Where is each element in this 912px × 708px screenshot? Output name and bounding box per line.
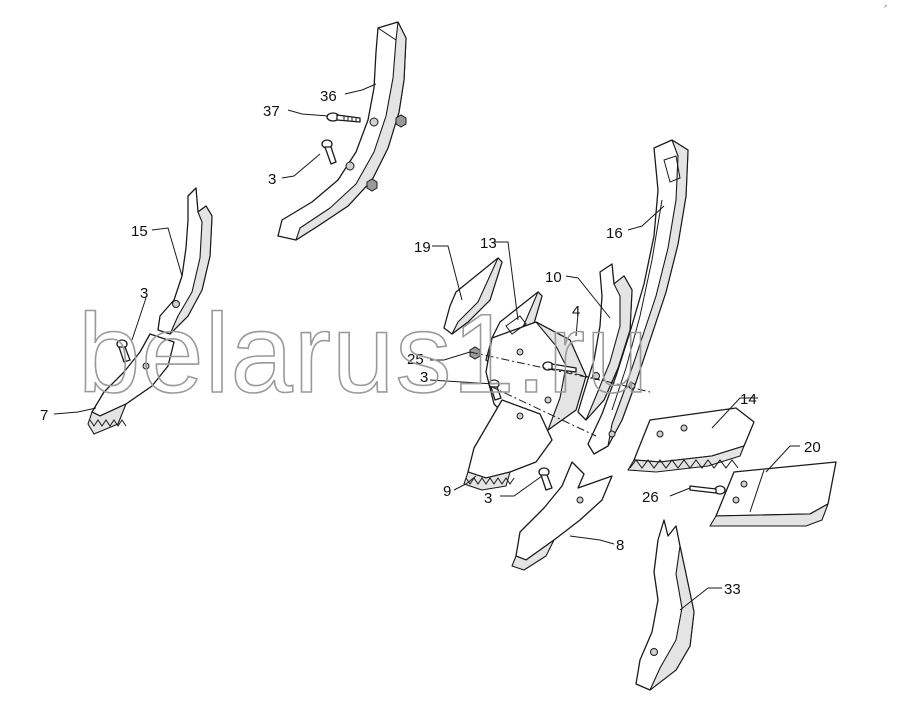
callout-13: 13 (480, 235, 497, 252)
bolt-3-left (116, 339, 131, 363)
callout-3-left: 3 (140, 285, 148, 302)
part-8-lower-share (511, 461, 613, 571)
callout-3-top: 3 (268, 171, 276, 188)
bolt-37 (326, 112, 361, 123)
shank-36-hole-lower (345, 161, 355, 171)
callout-8: 8 (616, 537, 624, 554)
corner-mark: ↗ (883, 4, 887, 10)
part-10-bracket (577, 263, 633, 421)
shank-36-hole-upper (369, 117, 379, 127)
bolt-4 (542, 361, 577, 373)
callout-20: 20 (804, 439, 821, 456)
bolt-3-low (538, 467, 553, 491)
nut-36-upper (395, 114, 407, 128)
part-20-flat-blade (709, 461, 837, 527)
callout-4: 4 (572, 303, 580, 320)
callout-7: 7 (40, 407, 48, 424)
assembly-lines (469, 351, 651, 437)
part-36-curved-shank (277, 21, 407, 241)
part-16-main-shank (587, 139, 689, 455)
leader-lines (53, 83, 800, 611)
callout-3-mid: 3 (420, 369, 428, 386)
callout-labels: 36 37 3 15 3 7 19 13 10 16 4 25 3 14 9 3… (40, 88, 821, 598)
watermark-text: belarus1.ru (78, 291, 649, 416)
callout-19: 19 (414, 239, 431, 256)
callout-15: 15 (131, 223, 148, 240)
callout-9: 9 (443, 483, 451, 500)
part-14-toothed-blade (627, 407, 755, 473)
callout-25: 25 (407, 351, 424, 368)
bolt-26 (689, 485, 726, 495)
part-15-left-standard (157, 187, 213, 335)
callout-26: 26 (642, 489, 659, 506)
part-19-upper-plate (443, 257, 503, 335)
part-33-lower-standard (635, 519, 695, 691)
part-7-left-tooth-tip (87, 333, 175, 435)
callout-33: 33 (724, 581, 741, 598)
callout-3-low: 3 (484, 490, 492, 507)
bolt-3-top (321, 139, 337, 165)
callout-10: 10 (545, 269, 562, 286)
callout-16: 16 (606, 225, 623, 242)
callout-36: 36 (320, 88, 337, 105)
callout-37: 37 (263, 103, 280, 120)
nut-36-lower (366, 178, 378, 192)
shank-16-slot (663, 155, 681, 183)
callout-14: 14 (740, 391, 757, 408)
